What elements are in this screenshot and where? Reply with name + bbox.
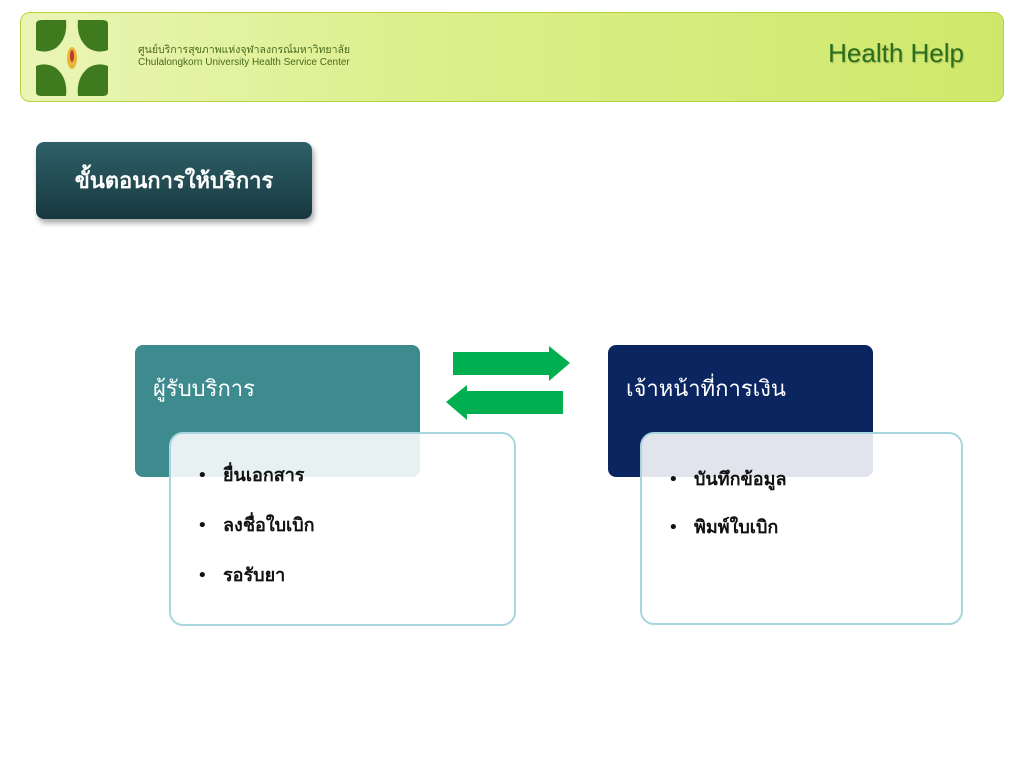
list-item: • พิมพ์ใบเบิก: [668, 518, 961, 538]
bullet: •: [668, 469, 679, 490]
list-item-text: บันทึกข้อมูล: [694, 469, 787, 490]
role-label-finance-staff: เจ้าหน้าที่การเงิน: [626, 377, 786, 402]
list-item-text: รอรับยา: [223, 565, 286, 586]
list-item-text: ลงชื่อใบเบิก: [223, 515, 315, 536]
brand-title: Health Help: [828, 38, 964, 68]
list-item-text: พิมพ์ใบเบิก: [694, 517, 779, 538]
bullet: •: [197, 515, 208, 536]
four-leaf-emblem-icon: [36, 20, 108, 96]
bullet: •: [197, 465, 208, 486]
page-title: ขั้นตอนการให้บริการ: [36, 142, 312, 219]
header-bar: [20, 12, 1004, 102]
exchange-arrows-icon: [446, 346, 570, 420]
list-item: • บันทึกข้อมูล: [668, 470, 961, 490]
client-steps-box: • ยื่นเอกสาร • ลงชื่อใบเบิก • รอรับยา: [169, 432, 516, 626]
bullet: •: [668, 517, 679, 538]
org-name: ศูนย์บริการสุขภาพแห่งจุฬาลงกรณ์มหาวิทยาล…: [138, 44, 350, 69]
finance-steps-list: • บันทึกข้อมูล • พิมพ์ใบเบิก: [642, 434, 961, 538]
bullet: •: [197, 565, 208, 586]
role-label-client: ผู้รับบริการ: [153, 377, 255, 402]
finance-steps-box: • บันทึกข้อมูล • พิมพ์ใบเบิก: [640, 432, 963, 625]
list-item: • ลงชื่อใบเบิก: [197, 516, 514, 536]
client-steps-list: • ยื่นเอกสาร • ลงชื่อใบเบิก • รอรับยา: [171, 434, 514, 586]
list-item: • ยื่นเอกสาร: [197, 466, 514, 486]
org-name-th: ศูนย์บริการสุขภาพแห่งจุฬาลงกรณ์มหาวิทยาล…: [138, 44, 351, 56]
org-name-en: Chulalongkorn University Health Service …: [138, 57, 350, 68]
list-item-text: ยื่นเอกสาร: [223, 465, 305, 486]
list-item: • รอรับยา: [197, 566, 514, 586]
